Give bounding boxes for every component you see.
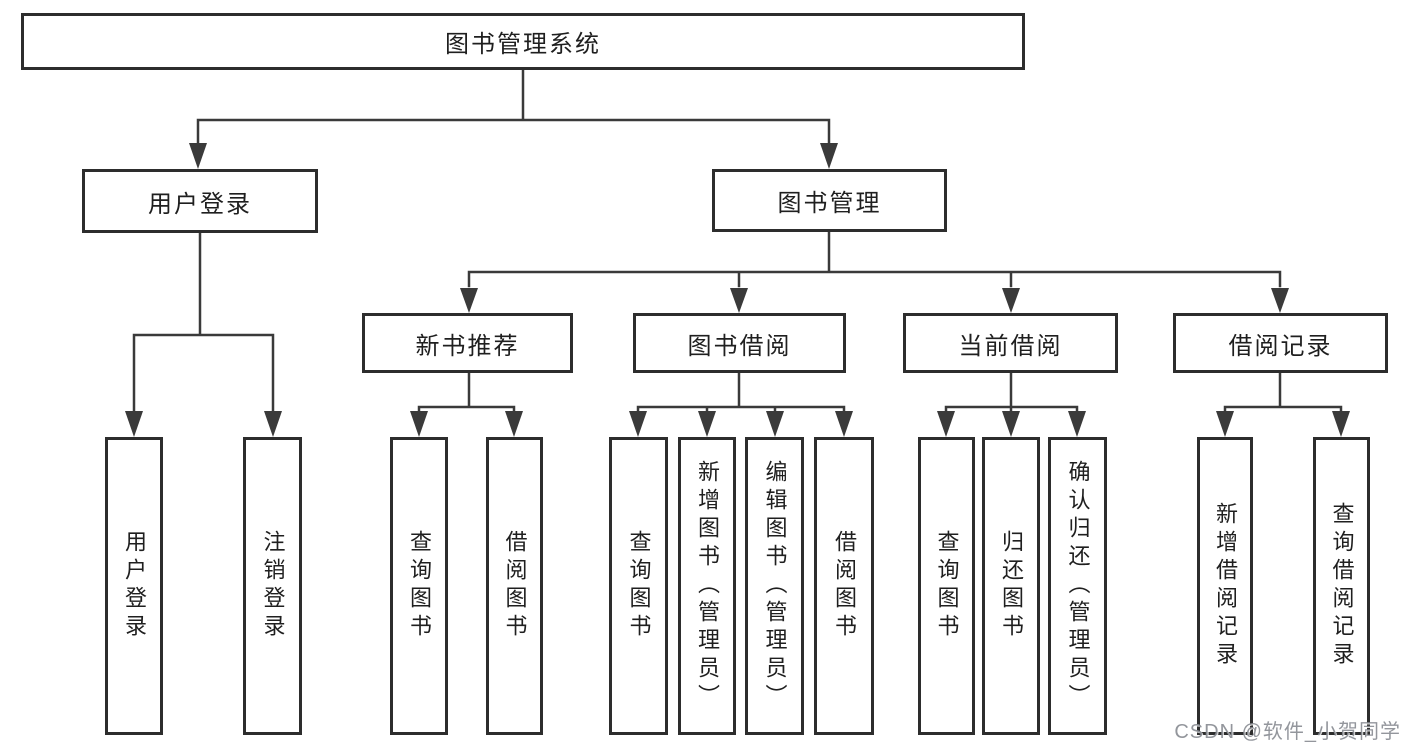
leaf-borrow-books-2-label: 借阅图书 bbox=[832, 530, 857, 642]
leaf-query-borrow-record: 查询借阅记录 bbox=[1313, 437, 1370, 735]
node-borrow-records: 借阅记录 bbox=[1173, 313, 1388, 373]
node-book-management-label: 图书管理 bbox=[777, 190, 882, 217]
leaf-query-books-3-label: 查询图书 bbox=[934, 530, 960, 642]
node-current-borrow: 当前借阅 bbox=[903, 313, 1118, 373]
leaf-return-books: 归还图书 bbox=[982, 437, 1040, 735]
leaf-query-books-1: 查询图书 bbox=[390, 437, 448, 735]
leaf-add-books-admin-label: 新增图书（管理员） bbox=[695, 460, 720, 712]
node-new-book-recommend-label: 新书推荐 bbox=[415, 332, 520, 360]
leaf-query-books-3: 查询图书 bbox=[918, 437, 975, 735]
node-root: 图书管理系统 bbox=[21, 13, 1025, 70]
leaf-add-borrow-record: 新增借阅记录 bbox=[1197, 437, 1253, 735]
node-user-login: 用户登录 bbox=[82, 169, 318, 233]
node-root-label: 图书管理系统 bbox=[445, 31, 601, 58]
leaf-borrow-books-1: 借阅图书 bbox=[486, 437, 543, 735]
leaf-edit-books-admin-label: 编辑图书（管理员） bbox=[762, 460, 788, 712]
node-current-borrow-label: 当前借阅 bbox=[958, 332, 1063, 360]
leaf-return-books-label: 归还图书 bbox=[999, 530, 1024, 642]
leaf-query-borrow-record-label: 查询借阅记录 bbox=[1329, 502, 1355, 670]
leaf-borrow-books-1-label: 借阅图书 bbox=[502, 530, 528, 642]
leaf-add-books-admin: 新增图书（管理员） bbox=[678, 437, 736, 735]
leaf-logout-label: 注销登录 bbox=[260, 530, 286, 642]
leaf-query-books-2: 查询图书 bbox=[609, 437, 668, 735]
node-new-book-recommend: 新书推荐 bbox=[362, 313, 573, 373]
leaf-logout: 注销登录 bbox=[243, 437, 302, 735]
node-book-borrow: 图书借阅 bbox=[633, 313, 846, 373]
leaf-confirm-return-admin: 确认归还（管理员） bbox=[1048, 437, 1107, 735]
node-book-management: 图书管理 bbox=[712, 169, 947, 232]
leaf-query-books-2-label: 查询图书 bbox=[626, 530, 652, 642]
leaf-user-login-label: 用户登录 bbox=[122, 530, 147, 642]
leaf-add-borrow-record-label: 新增借阅记录 bbox=[1213, 502, 1238, 670]
node-user-login-label: 用户登录 bbox=[148, 190, 252, 218]
leaf-user-login: 用户登录 bbox=[105, 437, 163, 735]
leaf-edit-books-admin: 编辑图书（管理员） bbox=[745, 437, 804, 735]
leaf-query-books-1-label: 查询图书 bbox=[407, 530, 432, 642]
leaf-confirm-return-admin-label: 确认归还（管理员） bbox=[1065, 460, 1091, 712]
node-borrow-records-label: 借阅记录 bbox=[1228, 332, 1333, 360]
node-book-borrow-label: 图书借阅 bbox=[687, 332, 792, 360]
csdn-watermark: CSDN @软件_小贺同学 bbox=[1174, 721, 1401, 743]
leaf-borrow-books-2: 借阅图书 bbox=[814, 437, 874, 735]
